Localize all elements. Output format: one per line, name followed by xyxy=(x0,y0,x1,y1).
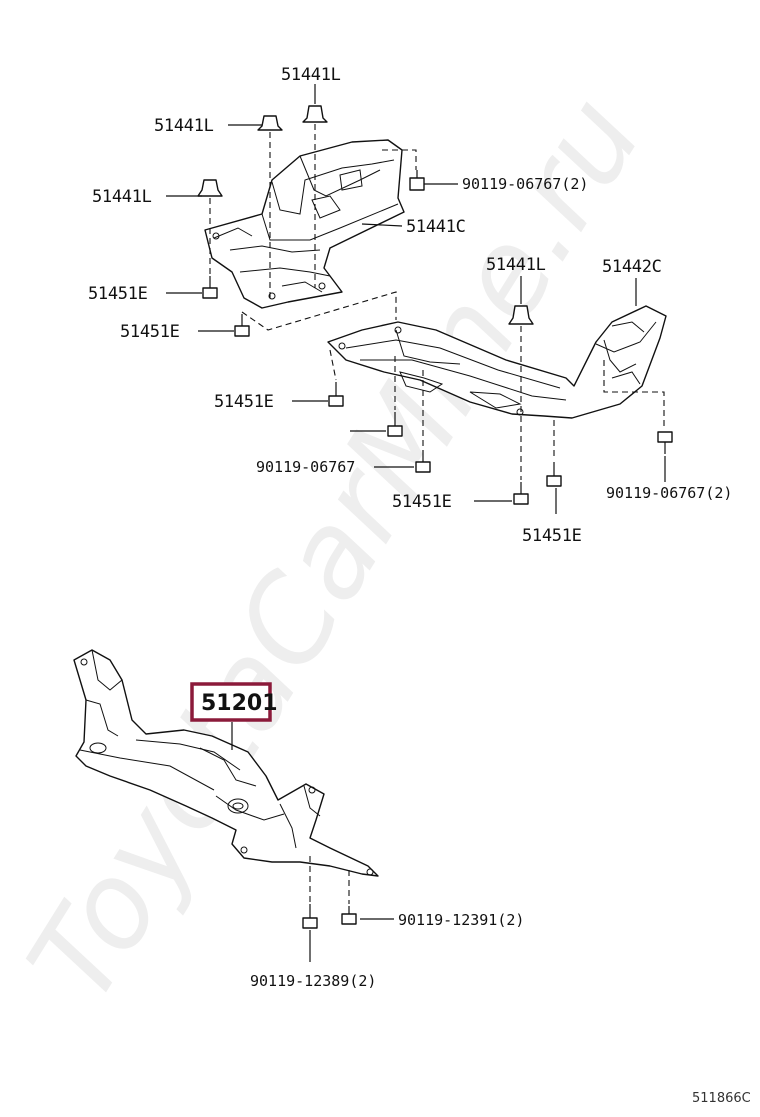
clip-icon xyxy=(302,105,328,123)
clip-icon xyxy=(257,115,283,131)
part-labels: 51441L 51441L 51441L 90119-06767(2) 5144… xyxy=(88,65,751,1106)
clip-icon xyxy=(508,305,534,325)
highlight-box xyxy=(190,682,272,722)
bolt-icon xyxy=(513,482,529,505)
label-90119-06767-upper[interactable]: 90119-06767(2) xyxy=(462,175,588,193)
label-51441l-mid[interactable]: 51441L xyxy=(486,255,546,275)
label-90119-12391[interactable]: 90119-12391(2) xyxy=(398,911,524,929)
alignment-lines xyxy=(209,124,665,904)
label-51441c[interactable]: 51441C xyxy=(406,217,466,237)
bolt-icon xyxy=(341,906,357,925)
label-51441l-left-2[interactable]: 51441L xyxy=(92,187,152,207)
label-90119-12389[interactable]: 90119-12389(2) xyxy=(250,972,376,990)
label-51451e-bottom-2[interactable]: 51451E xyxy=(522,526,582,546)
label-51451e-bottom-1[interactable]: 51451E xyxy=(392,492,452,512)
engine-under-cover-front xyxy=(204,139,405,309)
label-90119-06767-right[interactable]: 90119-06767(2) xyxy=(606,484,732,502)
label-51451e-left-1[interactable]: 51451E xyxy=(88,284,148,304)
bolt-icon xyxy=(302,904,318,929)
label-51442c[interactable]: 51442C xyxy=(602,257,662,277)
bolt-icon xyxy=(546,462,562,487)
label-51441l-top[interactable]: 51441L xyxy=(281,65,341,85)
label-51451e-mid[interactable]: 51451E xyxy=(214,392,274,412)
bolt-icon xyxy=(657,431,673,454)
fasteners xyxy=(197,105,673,929)
label-51441l-left-1[interactable]: 51441L xyxy=(154,116,214,136)
frame-crossmember xyxy=(73,649,379,877)
bolt-icon xyxy=(202,276,218,299)
label-90119-06767-mid[interactable]: 90119-06767 xyxy=(256,458,355,476)
clip-icon xyxy=(197,179,223,197)
bolt-icon xyxy=(409,170,425,191)
bolt-icon xyxy=(328,382,344,407)
label-51201[interactable]: 51201 xyxy=(201,691,278,716)
bolt-icon xyxy=(415,450,431,473)
diagram-code: 511866C xyxy=(692,1091,751,1106)
bolt-icon xyxy=(234,314,250,337)
label-51451e-left-2[interactable]: 51451E xyxy=(120,322,180,342)
bolt-icon xyxy=(387,412,403,437)
leader-lines xyxy=(166,84,666,962)
